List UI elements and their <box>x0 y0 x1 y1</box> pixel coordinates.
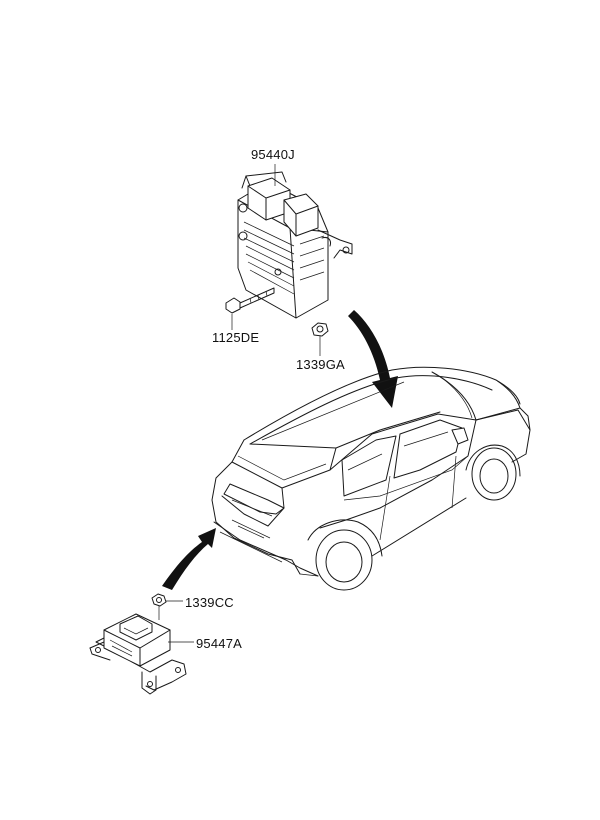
nut-1339ga <box>311 322 329 337</box>
module-95447a <box>89 613 187 695</box>
label-1339ga: 1339GA <box>296 357 345 372</box>
arrow-upper-module <box>348 310 398 408</box>
label-1125de: 1125DE <box>212 330 260 345</box>
label-95447a: 95447A <box>196 636 243 651</box>
arrow-lower-module <box>162 528 216 590</box>
module-95440j <box>237 171 353 319</box>
label-95440j: 95440J <box>251 147 295 162</box>
bolt-1125de <box>225 287 275 314</box>
nut-1339cc <box>151 593 167 620</box>
vehicle <box>211 366 531 591</box>
label-1339cc: 1339CC <box>185 595 234 610</box>
